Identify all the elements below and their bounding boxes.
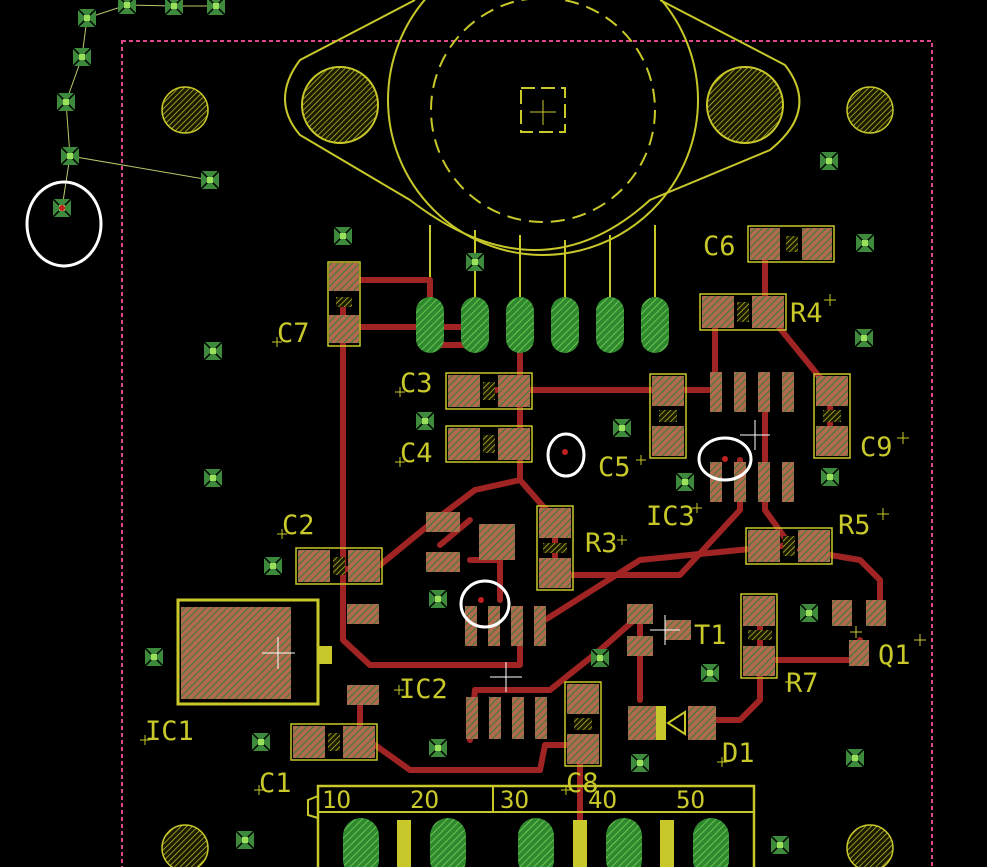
label-ic1: IC1	[145, 716, 194, 747]
via	[144, 647, 164, 667]
component-c5[interactable]	[649, 373, 687, 459]
label-r5: R5	[838, 510, 871, 541]
via	[820, 467, 840, 487]
via	[700, 663, 720, 683]
connector-pin-3-label: 3O	[500, 786, 529, 814]
label-r3: R3	[585, 528, 618, 559]
via	[819, 151, 839, 171]
via	[590, 648, 610, 668]
via	[630, 753, 650, 773]
via	[235, 830, 255, 850]
component-c6[interactable]	[747, 225, 835, 263]
label-c6: C6	[703, 231, 736, 262]
mounting-holes	[161, 86, 894, 867]
via	[263, 556, 283, 576]
component-c7[interactable]	[327, 261, 361, 347]
via	[799, 603, 819, 623]
via	[203, 341, 223, 361]
label-ic2: IC2	[399, 674, 448, 705]
to3-pins	[416, 297, 669, 353]
component-c1[interactable]	[290, 723, 378, 761]
via	[200, 170, 220, 190]
component-d1[interactable]	[628, 706, 716, 740]
via	[854, 328, 874, 348]
selection-ring-4[interactable]	[459, 579, 511, 629]
label-c1: C1	[259, 768, 292, 799]
via	[770, 835, 790, 855]
via	[60, 146, 80, 166]
component-r3[interactable]	[536, 505, 574, 591]
label-d1: D1	[722, 738, 755, 769]
component-r4[interactable]	[699, 293, 787, 331]
label-c8: C8	[566, 768, 599, 799]
origin-crosses	[140, 294, 926, 795]
via	[428, 589, 448, 609]
component-ic3[interactable]	[710, 372, 794, 502]
via	[465, 252, 485, 272]
label-c9: C9	[860, 432, 893, 463]
via	[77, 8, 97, 28]
via	[612, 418, 632, 438]
component-c8[interactable]	[564, 681, 602, 767]
component-c4[interactable]	[445, 425, 533, 463]
to3-package	[284, 0, 801, 305]
label-c4: C4	[400, 438, 433, 469]
connector-pin-1-label: 1O	[322, 786, 351, 814]
smd-components	[176, 225, 886, 767]
reference-designators: C7 C6 R4 C3 C4 C5 C9 IC3 R5 C2 R3 T1 Q1 …	[145, 231, 911, 799]
via	[415, 411, 435, 431]
component-r5[interactable]	[745, 527, 833, 565]
via	[845, 748, 865, 768]
label-c3: C3	[400, 368, 433, 399]
connector-pin-4-label: 4O	[588, 786, 617, 814]
label-q1: Q1	[878, 640, 911, 671]
board-outline	[121, 40, 933, 867]
label-c7: C7	[277, 318, 310, 349]
label-c5: C5	[598, 452, 631, 483]
via	[251, 732, 271, 752]
component-c2[interactable]	[295, 547, 383, 585]
selection-rings[interactable]	[25, 180, 753, 629]
label-r7: R7	[786, 668, 819, 699]
drill-markers	[59, 205, 728, 603]
label-ic3: IC3	[646, 501, 695, 532]
via	[855, 233, 875, 253]
via	[164, 0, 184, 16]
via	[117, 0, 137, 15]
selection-ring-3[interactable]	[697, 436, 753, 482]
via	[675, 472, 695, 492]
via	[428, 738, 448, 758]
connector-pin-5-label: 5O	[676, 786, 705, 814]
via	[203, 468, 223, 488]
component-t1[interactable]	[627, 604, 691, 656]
screw-terminal-connector[interactable]: 1O 2O 3O 4O 5O	[307, 784, 756, 867]
via	[333, 226, 353, 246]
component-r7[interactable]	[740, 593, 778, 679]
label-c2: C2	[282, 510, 315, 541]
label-t1: T1	[694, 620, 727, 651]
connector-pin-2-label: 2O	[410, 786, 439, 814]
via	[56, 92, 76, 112]
vias	[52, 0, 875, 855]
selection-ring-1[interactable]	[25, 180, 103, 268]
component-c3[interactable]	[445, 372, 533, 410]
selection-ring-2[interactable]	[546, 432, 586, 478]
component-c9[interactable]	[813, 373, 851, 459]
via	[206, 0, 226, 16]
component-ic2[interactable]	[347, 662, 547, 739]
component-ic1[interactable]	[176, 598, 332, 706]
component-q1[interactable]	[832, 600, 886, 666]
component-ic2-region-pads	[347, 512, 546, 646]
via	[72, 47, 92, 67]
label-r4: R4	[790, 298, 823, 329]
